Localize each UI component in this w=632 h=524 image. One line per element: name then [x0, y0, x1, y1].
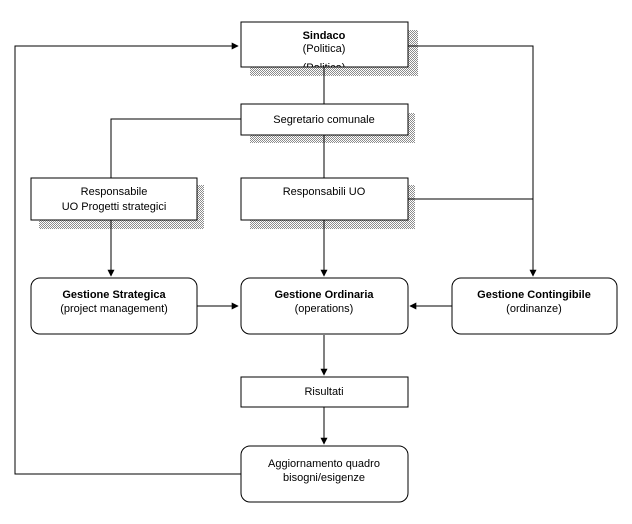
gestione-ordinaria-title: Gestione Ordinaria — [274, 289, 374, 301]
sindaco-title: Sindaco — [303, 30, 346, 42]
resp-progetti-line1: Responsabile — [81, 186, 148, 198]
connector-feedback-loop — [14, 42, 241, 475]
gestione-strategica-title: Gestione Strategica — [62, 289, 166, 301]
sindaco-subtitle-clipped: (Politica) — [303, 62, 346, 74]
gestione-strategica-subtitle: (project management) — [60, 303, 168, 315]
gestione-contingibile-title: Gestione Contingibile — [477, 289, 591, 301]
risultati-box — [240, 376, 409, 408]
segretario-label: Segretario comunale — [273, 114, 375, 126]
gestione-ordinaria-subtitle: (operations) — [295, 303, 354, 315]
gestione-strategica-box — [30, 277, 198, 335]
connector-segretario-resp-progetti — [110, 118, 241, 178]
resp-uo-box — [240, 177, 409, 221]
resp-progetti-box — [30, 177, 198, 221]
connector-sindaco-contingibile — [408, 45, 537, 277]
aggiornamento-line1: Aggiornamento quadro — [268, 458, 380, 470]
gestione-ordinaria-box — [240, 277, 409, 335]
gestione-contingibile-box — [451, 277, 618, 335]
resp-progetti-line2: UO Progetti strategici — [62, 201, 167, 213]
gestione-contingibile-subtitle: (ordinanze) — [506, 303, 562, 315]
risultati-label: Risultati — [304, 386, 343, 398]
aggiornamento-line2: bisogni/esigenze — [283, 472, 365, 484]
sindaco-subtitle: (Politica) — [303, 43, 346, 55]
aggiornamento-box — [240, 445, 409, 503]
sindaco-box — [240, 21, 409, 68]
resp-uo-label: Responsabili UO — [283, 186, 366, 198]
segretario-box — [240, 103, 409, 136]
